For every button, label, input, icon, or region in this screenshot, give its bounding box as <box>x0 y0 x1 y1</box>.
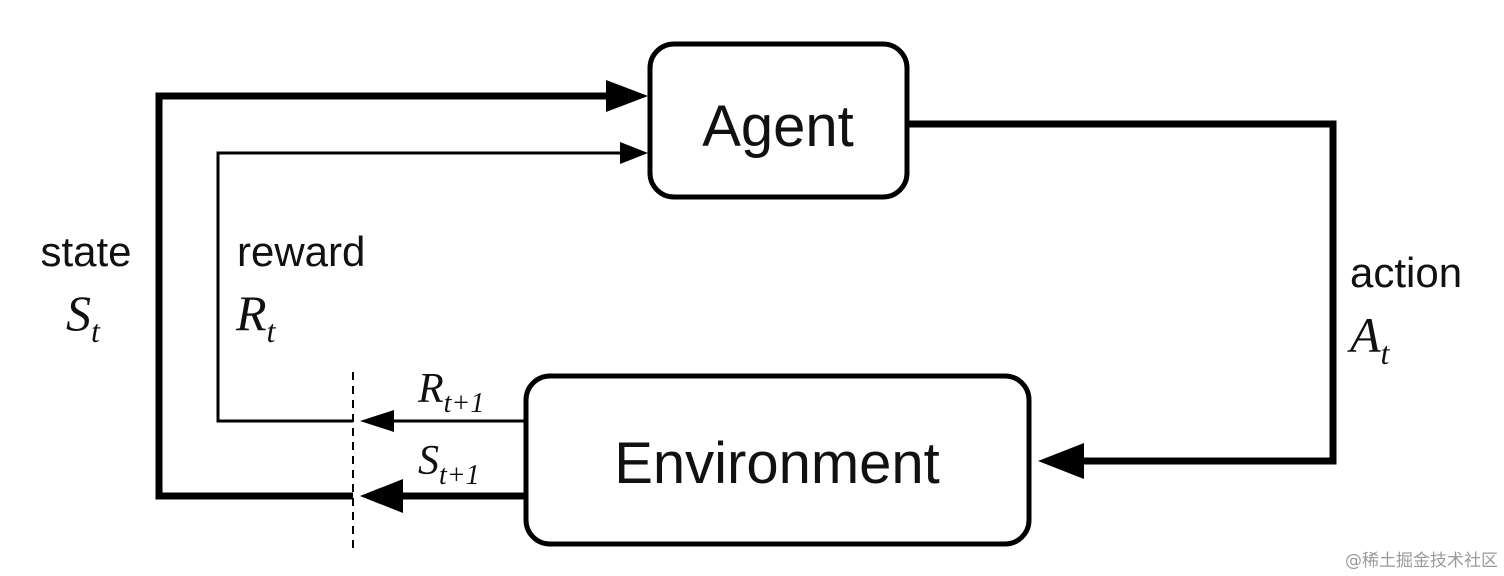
next-state-symbol: St+1 <box>418 438 480 491</box>
next-state-letter: S <box>418 438 439 484</box>
agent-node: Agent <box>647 41 910 200</box>
reward-label-group: reward Rt <box>235 228 365 349</box>
reward-symbol-letter: R <box>235 285 267 341</box>
reward-label: reward <box>237 228 365 275</box>
reward-symbol: Rt <box>235 285 277 349</box>
action-symbol-letter: A <box>1347 307 1381 363</box>
action-label-group: action At <box>1347 249 1462 371</box>
action-label: action <box>1350 249 1462 296</box>
environment-label: Environment <box>614 431 940 496</box>
action-connector <box>907 120 1337 479</box>
state-next-arrowhead <box>360 479 403 513</box>
reward-line <box>216 151 622 423</box>
environment-box <box>523 373 1032 547</box>
action-arrowhead <box>1038 443 1084 479</box>
state-symbol-letter: S <box>66 285 91 341</box>
state-label-group: state St <box>40 228 131 349</box>
state-line <box>155 92 610 500</box>
reward-arrowhead <box>620 142 648 164</box>
reward-next-arrowhead <box>360 410 394 432</box>
state-connector <box>155 80 648 513</box>
next-reward-symbol: Rt+1 <box>417 366 484 419</box>
state-symbol-subscript: t <box>91 313 101 349</box>
state-symbol: St <box>66 285 101 349</box>
environment-node: Environment <box>523 373 1032 547</box>
next-state-subscript: t+1 <box>439 460 480 491</box>
action-symbol: At <box>1347 307 1391 371</box>
action-line <box>907 120 1337 465</box>
watermark-text: @稀土掘金技术社区 <box>1345 551 1498 571</box>
reward-connector <box>216 142 648 432</box>
action-symbol-subscript: t <box>1381 335 1391 371</box>
state-label: state <box>40 228 131 275</box>
state-arrowhead <box>606 80 648 112</box>
next-reward-subscript: t+1 <box>444 388 485 419</box>
agent-label: Agent <box>702 94 854 159</box>
reward-symbol-subscript: t <box>267 313 277 349</box>
next-reward-letter: R <box>417 366 444 412</box>
